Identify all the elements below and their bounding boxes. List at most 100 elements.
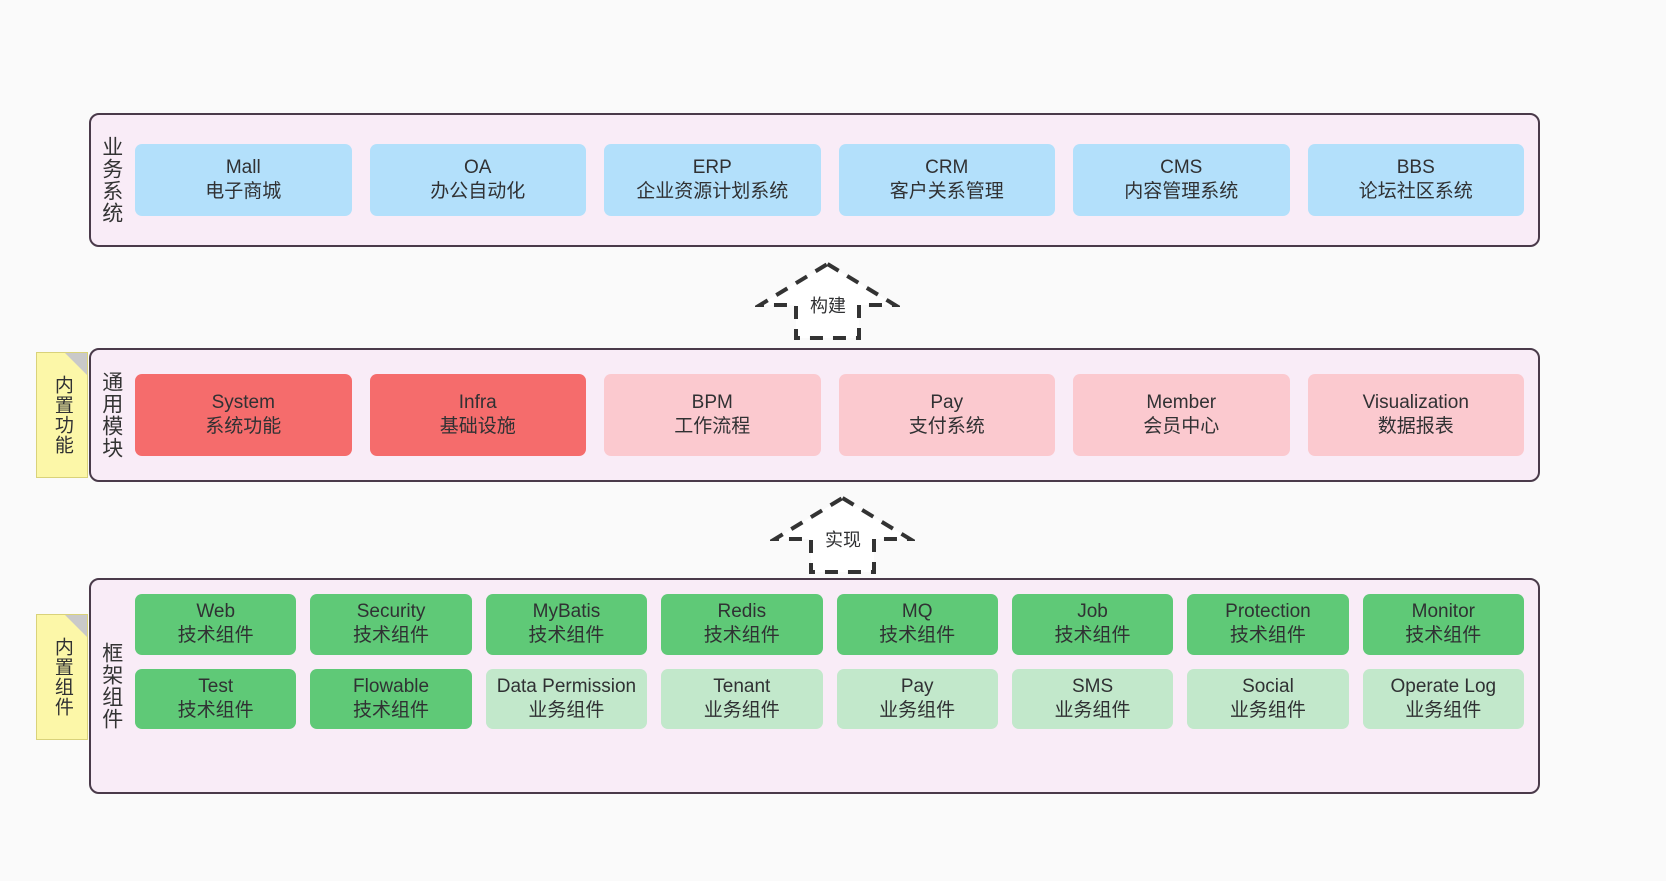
card-mq[interactable]: MQ 技术组件	[836, 594, 998, 655]
card-subtitle: 技术组件	[1229, 625, 1306, 647]
card-title: ERP	[692, 156, 732, 178]
card-stack: Web 技术组件 Security 技术组件 MyBatis 技术组件 Redi…	[135, 580, 1524, 792]
card-subtitle: 技术组件	[1405, 625, 1482, 647]
card-mybatis[interactable]: MyBatis 技术组件	[485, 594, 648, 655]
card-subtitle: 业务组件	[528, 699, 605, 721]
card-flowable[interactable]: Flowable 技术组件	[310, 668, 472, 730]
sticky-note-builtin-function: 内置功能	[36, 352, 88, 478]
card-protection[interactable]: Protection 技术组件	[1187, 594, 1349, 655]
card-oa[interactable]: OA 办公自动化	[369, 144, 586, 216]
connector-implement	[767, 492, 918, 577]
card-subtitle: 业务组件	[1229, 699, 1306, 721]
card-subtitle: 支付系统	[908, 416, 985, 437]
page-fold-icon	[65, 353, 87, 375]
card-subtitle: 数据报表	[1377, 416, 1454, 437]
card-title: Mall	[225, 156, 261, 178]
layer-title-common-module: 通用模块	[99, 371, 123, 459]
card-subtitle: 技术组件	[1054, 625, 1131, 647]
card-title: CMS	[1160, 156, 1203, 178]
card-subtitle: 论坛社区系统	[1358, 181, 1473, 202]
card-member[interactable]: Member 会员中心	[1073, 374, 1290, 456]
card-row: Mall 电子商城 OA 办公自动化 ERP 企业资源计划系统 CRM 客户关系…	[135, 144, 1524, 216]
card-subtitle: 办公自动化	[430, 181, 526, 202]
card-social[interactable]: Social 业务组件	[1187, 668, 1349, 730]
card-subtitle: 业务组件	[1405, 699, 1482, 721]
card-title: Protection	[1225, 601, 1311, 622]
sticky-note-label: 内置组件	[51, 637, 73, 717]
card-subtitle: 技术组件	[353, 625, 430, 647]
card-title: Security	[356, 601, 426, 622]
card-subtitle: 技术组件	[353, 699, 430, 721]
card-row-business: Test 技术组件 Flowable 技术组件 Data Permission …	[135, 668, 1524, 730]
card-subtitle: 基础设施	[439, 416, 516, 437]
card-title: Redis	[717, 601, 767, 622]
connector-implement-label: 实现	[825, 530, 861, 550]
card-title: Monitor	[1411, 601, 1475, 622]
card-mall[interactable]: Mall 电子商城	[135, 144, 352, 216]
card-title: System	[211, 391, 275, 413]
layer-title-framework-component: 框架组件	[99, 642, 123, 730]
card-erp[interactable]: ERP 企业资源计划系统	[604, 144, 821, 216]
card-subtitle: 技术组件	[528, 625, 605, 647]
dashed-up-arrow-icon	[752, 261, 903, 340]
card-monitor[interactable]: Monitor 技术组件	[1362, 594, 1524, 655]
layer-framework-component: 框架组件 Web 技术组件 Security 技术组件 MyBatis 技术组件	[89, 578, 1540, 794]
card-web[interactable]: Web 技术组件	[135, 594, 297, 655]
card-subtitle: 系统功能	[205, 416, 282, 437]
card-pay[interactable]: Pay 支付系统	[838, 374, 1055, 456]
card-subtitle: 技术组件	[177, 699, 254, 721]
card-subtitle: 工作流程	[674, 416, 751, 437]
card-title: Operate Log	[1390, 675, 1497, 697]
dashed-up-arrow-icon	[767, 495, 918, 574]
card-pay-business[interactable]: Pay 业务组件	[836, 668, 998, 730]
card-subtitle: 技术组件	[879, 625, 956, 647]
card-infra[interactable]: Infra 基础设施	[369, 374, 586, 456]
card-bpm[interactable]: BPM 工作流程	[604, 374, 821, 456]
layer-common-module: 通用模块 System 系统功能 Infra 基础设施 BPM 工作流程 Pay…	[89, 348, 1540, 482]
card-data-permission[interactable]: Data Permission 业务组件	[485, 668, 648, 730]
connector-build	[752, 258, 903, 343]
card-title: Job	[1077, 601, 1108, 622]
card-title: Member	[1146, 391, 1217, 413]
card-title: BBS	[1396, 156, 1435, 178]
card-subtitle: 业务组件	[879, 699, 956, 721]
card-title: Pay	[930, 391, 964, 413]
card-job[interactable]: Job 技术组件	[1011, 594, 1174, 655]
card-title: OA	[464, 156, 492, 178]
card-system[interactable]: System 系统功能	[135, 374, 352, 456]
card-title: Visualization	[1362, 391, 1469, 413]
card-sms[interactable]: SMS 业务组件	[1011, 668, 1174, 730]
card-title: Web	[196, 601, 236, 622]
card-subtitle: 业务组件	[703, 699, 780, 721]
card-title: SMS	[1071, 675, 1114, 697]
card-test[interactable]: Test 技术组件	[135, 668, 297, 730]
card-title: MyBatis	[532, 601, 601, 622]
card-bbs[interactable]: BBS 论坛社区系统	[1307, 144, 1524, 216]
page-fold-icon	[65, 615, 87, 637]
card-title: Social	[1242, 675, 1294, 697]
card-subtitle: 电子商城	[205, 181, 282, 202]
card-title: MQ	[901, 601, 933, 622]
layer-body-common-module: System 系统功能 Infra 基础设施 BPM 工作流程 Pay 支付系统…	[131, 350, 1538, 480]
card-title: CRM	[925, 156, 969, 178]
card-crm[interactable]: CRM 客户关系管理	[838, 144, 1055, 216]
card-row-technical: Web 技术组件 Security 技术组件 MyBatis 技术组件 Redi…	[135, 594, 1524, 655]
card-subtitle: 企业资源计划系统	[636, 181, 789, 202]
card-security[interactable]: Security 技术组件	[310, 594, 472, 655]
card-title: BPM	[691, 391, 733, 413]
card-title: Test	[198, 675, 234, 697]
card-operate-log[interactable]: Operate Log 业务组件	[1362, 668, 1524, 730]
sticky-note-builtin-component: 内置组件	[36, 614, 88, 740]
card-row: System 系统功能 Infra 基础设施 BPM 工作流程 Pay 支付系统…	[135, 374, 1524, 456]
card-redis[interactable]: Redis 技术组件	[661, 594, 823, 655]
connector-build-label: 构建	[810, 296, 846, 316]
card-cms[interactable]: CMS 内容管理系统	[1073, 144, 1290, 216]
card-title: Tenant	[713, 675, 771, 697]
card-title: Infra	[458, 391, 497, 413]
layer-body-business-system: Mall 电子商城 OA 办公自动化 ERP 企业资源计划系统 CRM 客户关系…	[131, 115, 1538, 245]
card-subtitle: 内容管理系统	[1124, 181, 1239, 202]
card-visualization[interactable]: Visualization 数据报表	[1307, 374, 1524, 456]
card-tenant[interactable]: Tenant 业务组件	[661, 668, 823, 730]
card-title: Pay	[900, 675, 934, 697]
